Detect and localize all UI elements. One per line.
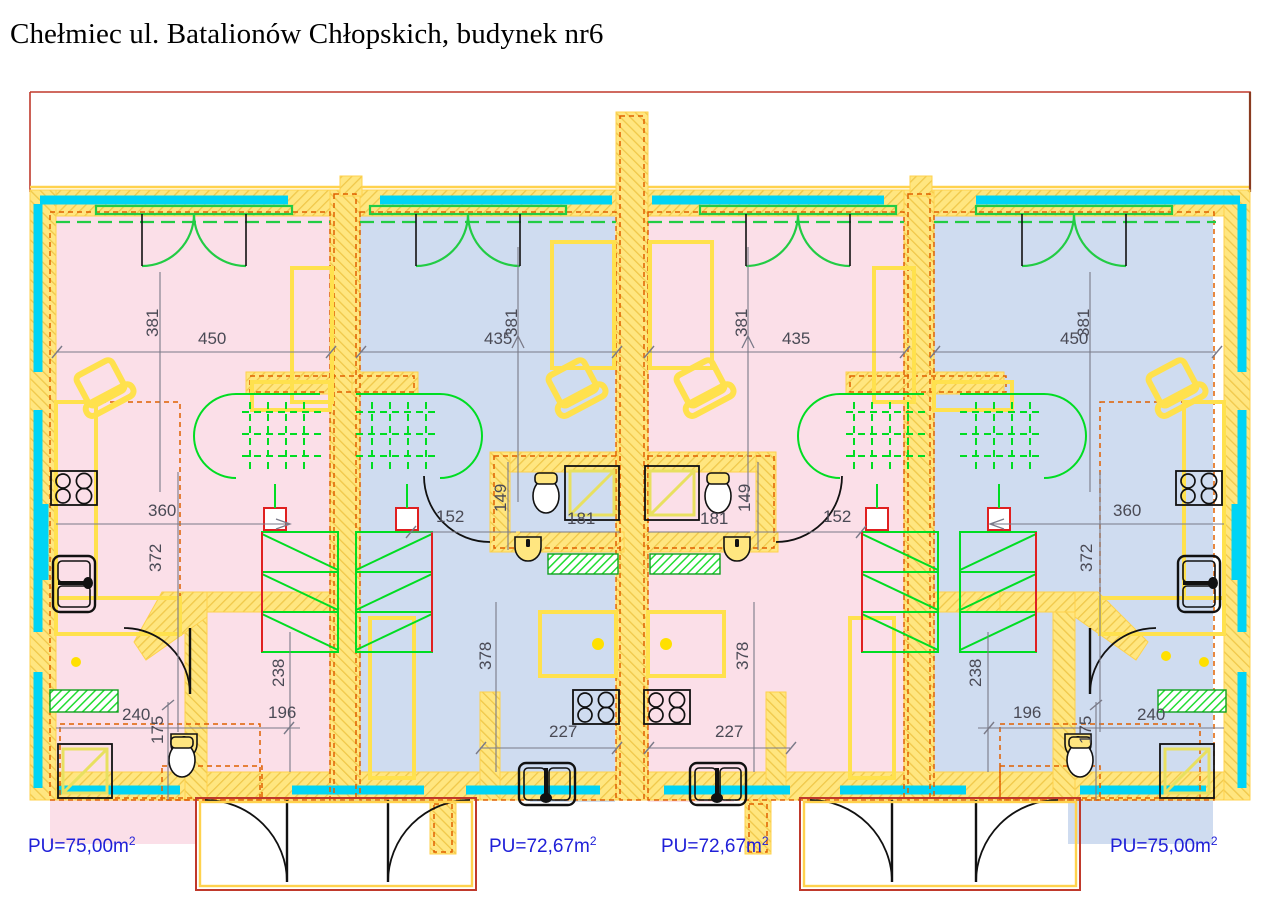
porch-left-inner bbox=[198, 800, 474, 888]
dimension-label: 149 bbox=[735, 484, 754, 512]
area-label-unit-2: PU=72,67m2 bbox=[489, 834, 597, 857]
dimension-label: 372 bbox=[1077, 544, 1096, 572]
counter-left2 bbox=[54, 596, 182, 636]
toilet-unit2 bbox=[532, 472, 560, 514]
dimension-label: 372 bbox=[146, 544, 165, 572]
furniture-layer bbox=[54, 240, 1226, 780]
dimension-label: 381 bbox=[143, 309, 162, 337]
radiator-bath-right bbox=[649, 553, 721, 575]
radiators-layer bbox=[49, 553, 1227, 713]
radiator-unit1 bbox=[49, 689, 119, 713]
outline-bath-left bbox=[493, 455, 621, 549]
outline-bath-right bbox=[647, 455, 775, 549]
wall-center-left-stub bbox=[479, 691, 501, 801]
area-labels: PU=75,00m2 PU=72,67m2 PU=72,67m2 PU=75,00m2 bbox=[28, 834, 1218, 857]
dimension-label: 381 bbox=[732, 309, 751, 337]
wall-stub-n-right bbox=[909, 175, 933, 197]
radiator-unit4 bbox=[1157, 689, 1227, 713]
dimension-label: 175 bbox=[1076, 716, 1095, 744]
outline-entry-left bbox=[59, 723, 261, 799]
terrace-doors-north[interactable] bbox=[56, 204, 1216, 268]
dimension-label: 360 bbox=[148, 501, 176, 520]
dimension-label: 181 bbox=[700, 509, 728, 528]
dimension-label: 240 bbox=[122, 705, 150, 724]
insulation-layer bbox=[33, 195, 1247, 795]
party-wall-3-4 bbox=[903, 189, 935, 801]
dimension-label: 175 bbox=[148, 716, 167, 744]
dimension-label: 381 bbox=[1074, 309, 1093, 337]
cabinet-unit1 bbox=[250, 380, 332, 412]
area-label-unit-3: PU=72,67m2 bbox=[661, 834, 769, 857]
wc-toilet-unit1 bbox=[168, 736, 196, 778]
wall-stub-n-left bbox=[339, 175, 363, 197]
porch-left bbox=[195, 797, 477, 891]
party-wall-1-2 bbox=[329, 189, 361, 801]
outline-unit2 bbox=[359, 211, 617, 801]
wall-center-right-stub bbox=[765, 691, 787, 801]
basin-unit2 bbox=[514, 536, 542, 562]
dimension-label: 227 bbox=[549, 722, 577, 741]
outline-unit1 bbox=[49, 211, 331, 801]
door-swing-int-right bbox=[1089, 627, 1157, 695]
outline-unit3 bbox=[647, 211, 905, 801]
wardrobe-unit1 bbox=[290, 266, 334, 404]
dimension-label: 152 bbox=[436, 507, 464, 526]
door-swing-int-left bbox=[123, 627, 191, 695]
outline-party-3-4 bbox=[907, 193, 931, 801]
outline-porch-center-r bbox=[748, 803, 768, 853]
wardrobe-unit3 bbox=[648, 240, 714, 370]
dimension-label: 227 bbox=[715, 722, 743, 741]
wall-outlines bbox=[49, 115, 1225, 853]
porch-right bbox=[799, 797, 1081, 891]
desk-unit2 bbox=[368, 616, 416, 780]
dimension-label: 196 bbox=[268, 703, 296, 722]
porch-right-inner bbox=[802, 800, 1078, 888]
dimension-label: 381 bbox=[502, 309, 521, 337]
dimension-label: 360 bbox=[1113, 501, 1141, 520]
cabinet-unit4 bbox=[932, 380, 1014, 412]
dimension-label: 181 bbox=[567, 509, 595, 528]
room-fill-unit2 bbox=[330, 202, 615, 802]
wall-bath-right-side bbox=[755, 451, 777, 543]
wall-bath-left-bottom bbox=[489, 531, 625, 553]
stair-unit3 bbox=[797, 393, 939, 653]
dimension-label: 435 bbox=[484, 329, 512, 348]
ceiling-lights bbox=[71, 638, 1209, 667]
dimension-label: 149 bbox=[491, 484, 510, 512]
area-label-unit-1: PU=75,00m2 bbox=[28, 834, 136, 857]
page-title: Chełmiec ul. Batalionów Chłopskich, budy… bbox=[10, 18, 604, 50]
dimension-label: 240 bbox=[1137, 705, 1165, 724]
dimension-label: 238 bbox=[966, 659, 985, 687]
wardrobe-unit2 bbox=[550, 240, 616, 370]
fixtures-layer bbox=[50, 464, 1223, 807]
table-unit3 bbox=[646, 610, 726, 678]
porch-outlines bbox=[195, 797, 1081, 891]
dimension-label: 378 bbox=[476, 642, 495, 670]
dimension-label: 450 bbox=[198, 329, 226, 348]
outline-unit4 bbox=[933, 211, 1215, 801]
stair-unit1 bbox=[193, 393, 339, 653]
tub-unit1 bbox=[57, 743, 113, 799]
dimension-label: 238 bbox=[269, 659, 288, 687]
wardrobe-unit4 bbox=[872, 266, 916, 404]
table-unit2 bbox=[538, 610, 618, 678]
dimension-label: 435 bbox=[782, 329, 810, 348]
door-swing-bath-left bbox=[423, 475, 491, 543]
dimension-label: 196 bbox=[1013, 703, 1041, 722]
toilet-unit3 bbox=[704, 472, 732, 514]
stair-unit2 bbox=[355, 393, 483, 653]
basin-unit3 bbox=[723, 536, 751, 562]
party-wall-center bbox=[615, 111, 649, 801]
dimension-lines bbox=[51, 247, 1224, 800]
tub-unit4 bbox=[1159, 743, 1215, 799]
area-label-unit-4: PU=75,00m2 bbox=[1110, 834, 1218, 857]
dimension-label: 450 bbox=[1060, 329, 1088, 348]
dimension-label: 152 bbox=[823, 507, 851, 526]
door-swing-bath-right bbox=[775, 475, 843, 543]
dimension-label: 378 bbox=[733, 642, 752, 670]
outline-party-1-2 bbox=[333, 193, 357, 801]
radiator-bath-left bbox=[547, 553, 619, 575]
